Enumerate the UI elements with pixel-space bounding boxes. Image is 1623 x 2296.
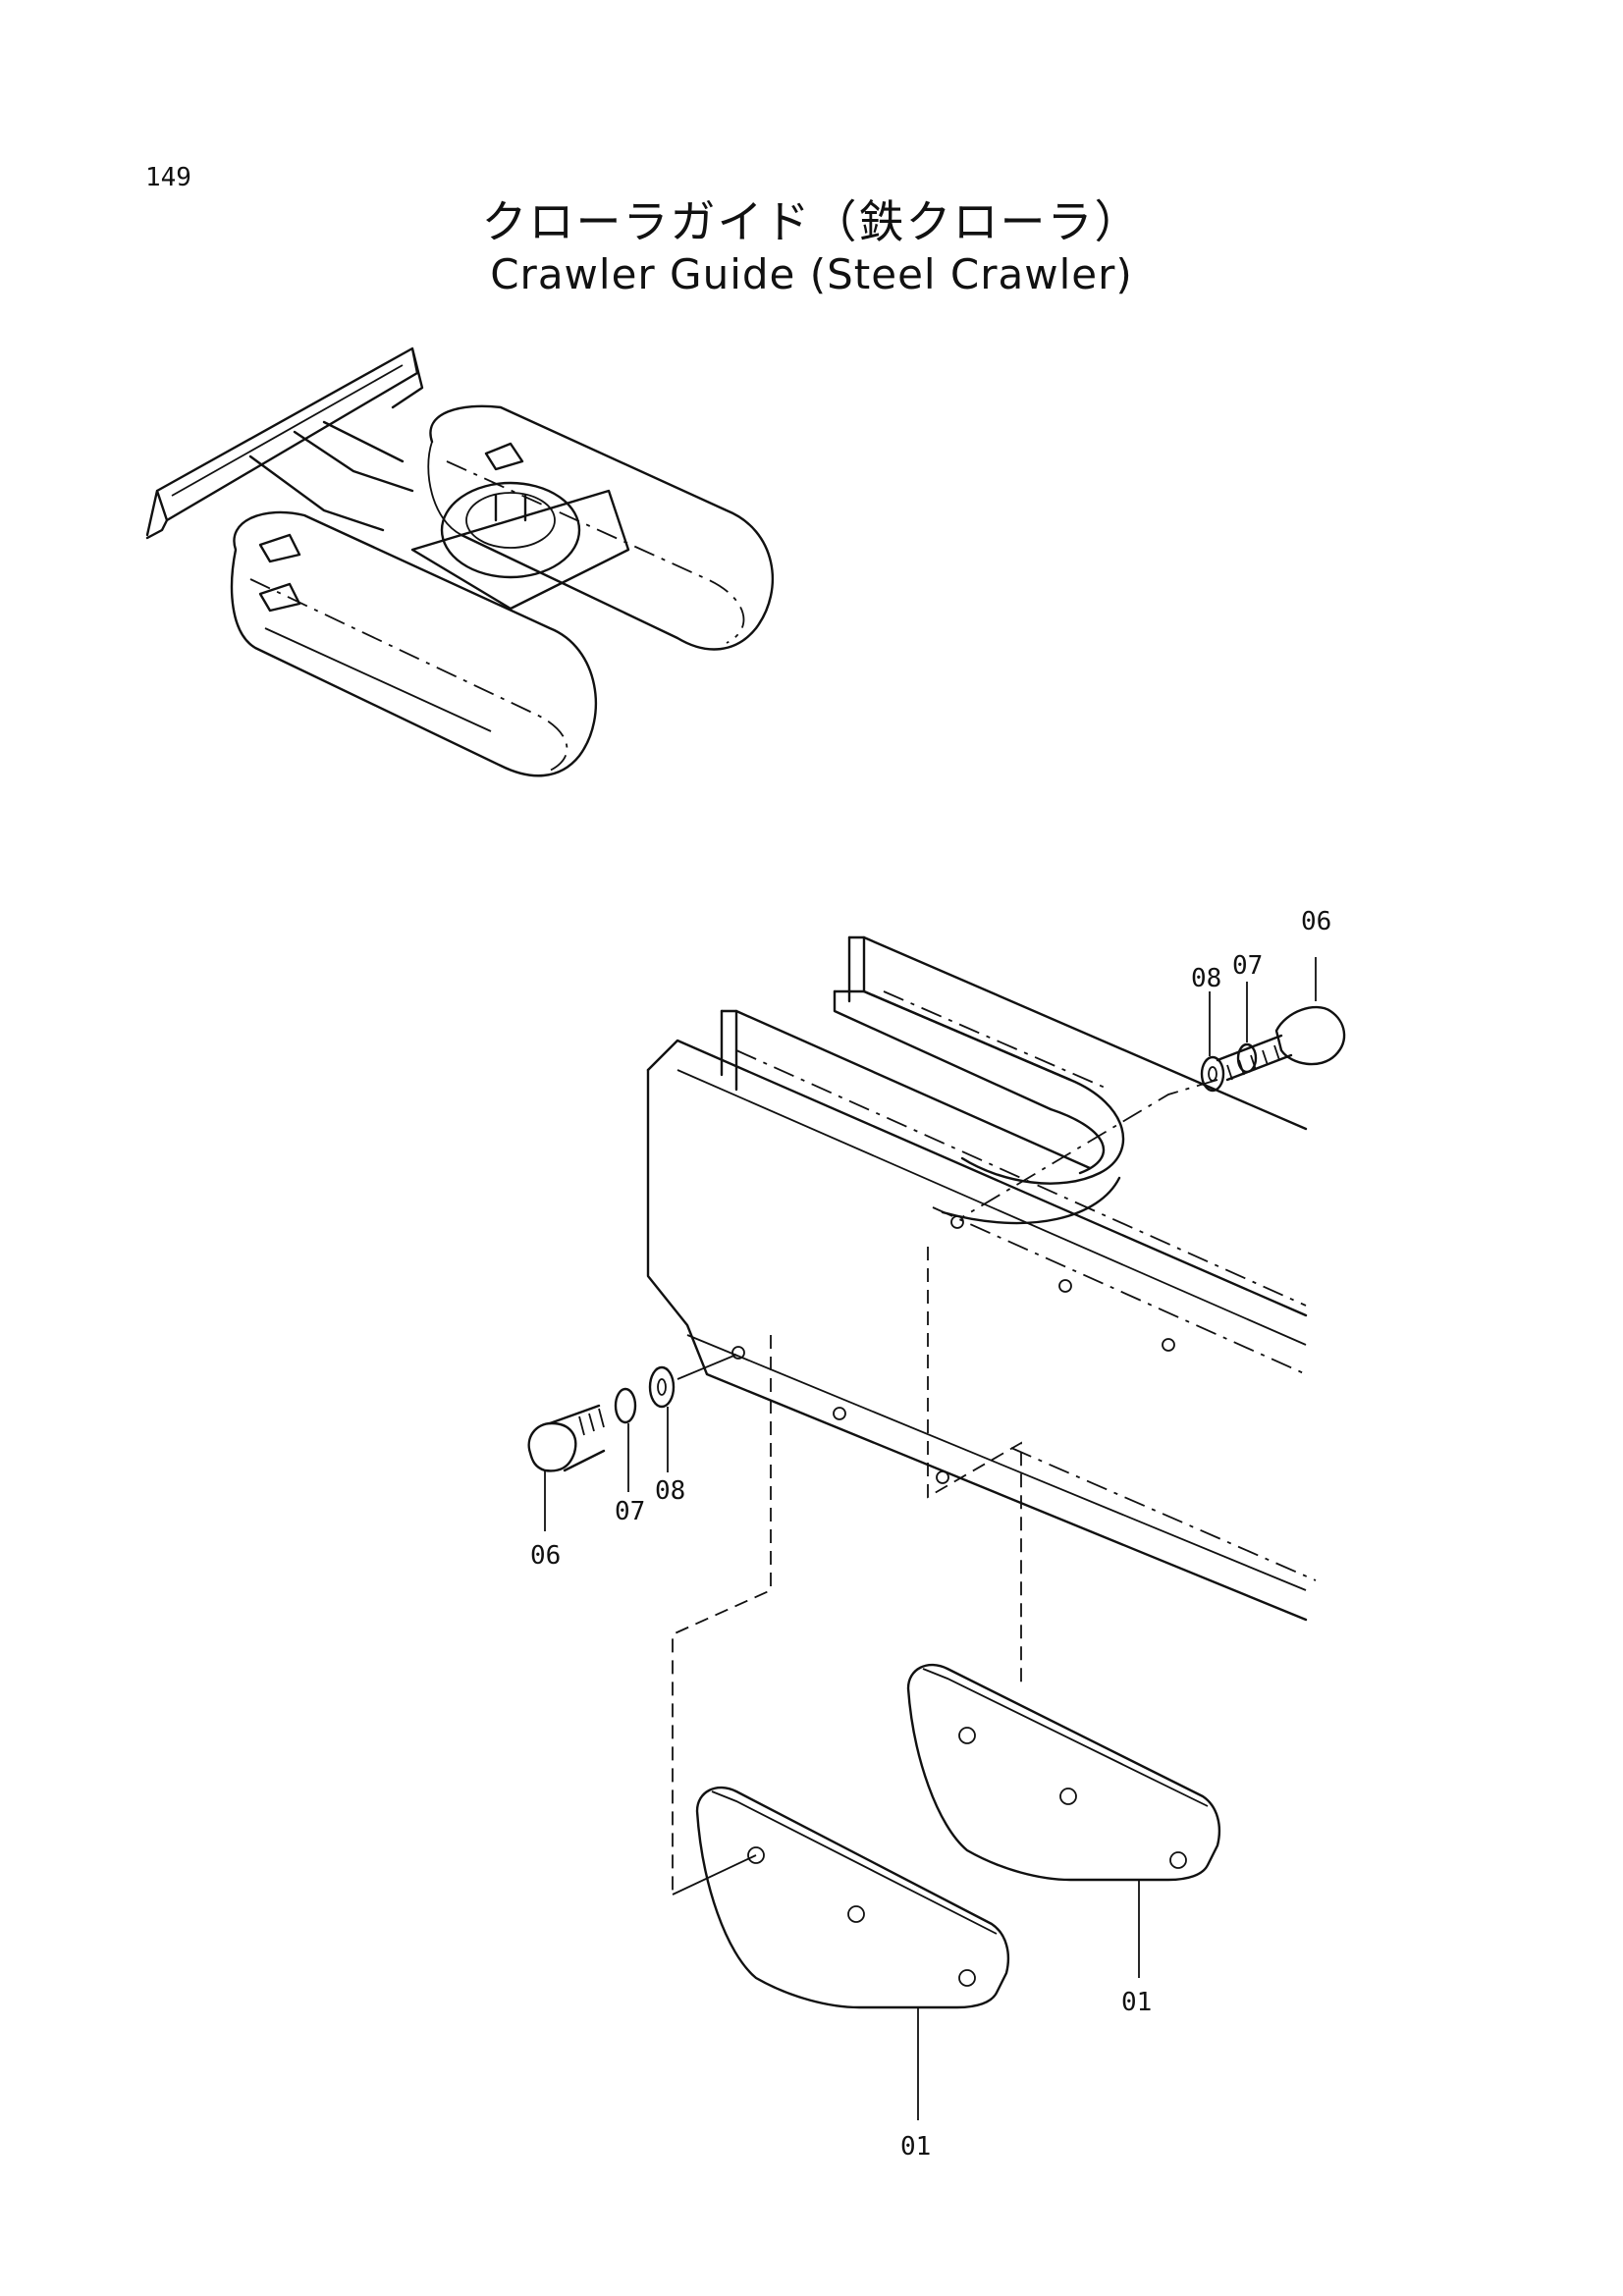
slew-ring: [440, 481, 581, 579]
callout-plate-front: 01: [900, 2132, 931, 2162]
guide-plate-rear: [906, 1663, 1221, 1978]
page-number: 149: [145, 163, 191, 192]
callout-bolt-right: 06: [1301, 907, 1331, 936]
callout-washer-right-08: 08: [1191, 964, 1221, 993]
bolt-left: [527, 1404, 606, 1531]
track-frame-rear: [429, 404, 775, 651]
guide-marker-rear: [484, 442, 524, 471]
washer-right-07: [1236, 982, 1258, 1074]
guide-marker-front-1: [258, 533, 301, 563]
washer-right-08: [1200, 991, 1225, 1093]
callout-washer-left-07: 07: [615, 1497, 645, 1526]
crawler-frame: [646, 935, 1317, 1895]
title-japanese: クローラガイド（鉄クローラ）: [481, 195, 1142, 248]
undercarriage-overview: [145, 347, 775, 777]
track-frame-front: [230, 510, 598, 777]
callout-bolt-left: 06: [530, 1541, 561, 1571]
guide-marker-front-2: [258, 582, 301, 613]
washer-left-08: [648, 1365, 676, 1472]
washer-left-07: [614, 1387, 637, 1492]
callout-washer-left-08: 08: [655, 1476, 685, 1506]
guide-loop: [862, 989, 1125, 1185]
callout-washer-right-07: 07: [1232, 951, 1263, 981]
guide-plate-front: [672, 1786, 1010, 2120]
callout-plate-rear: 01: [1121, 1988, 1152, 2017]
dozer-blade: [145, 347, 424, 540]
title-english: Crawler Guide (Steel Crawler): [490, 250, 1133, 298]
